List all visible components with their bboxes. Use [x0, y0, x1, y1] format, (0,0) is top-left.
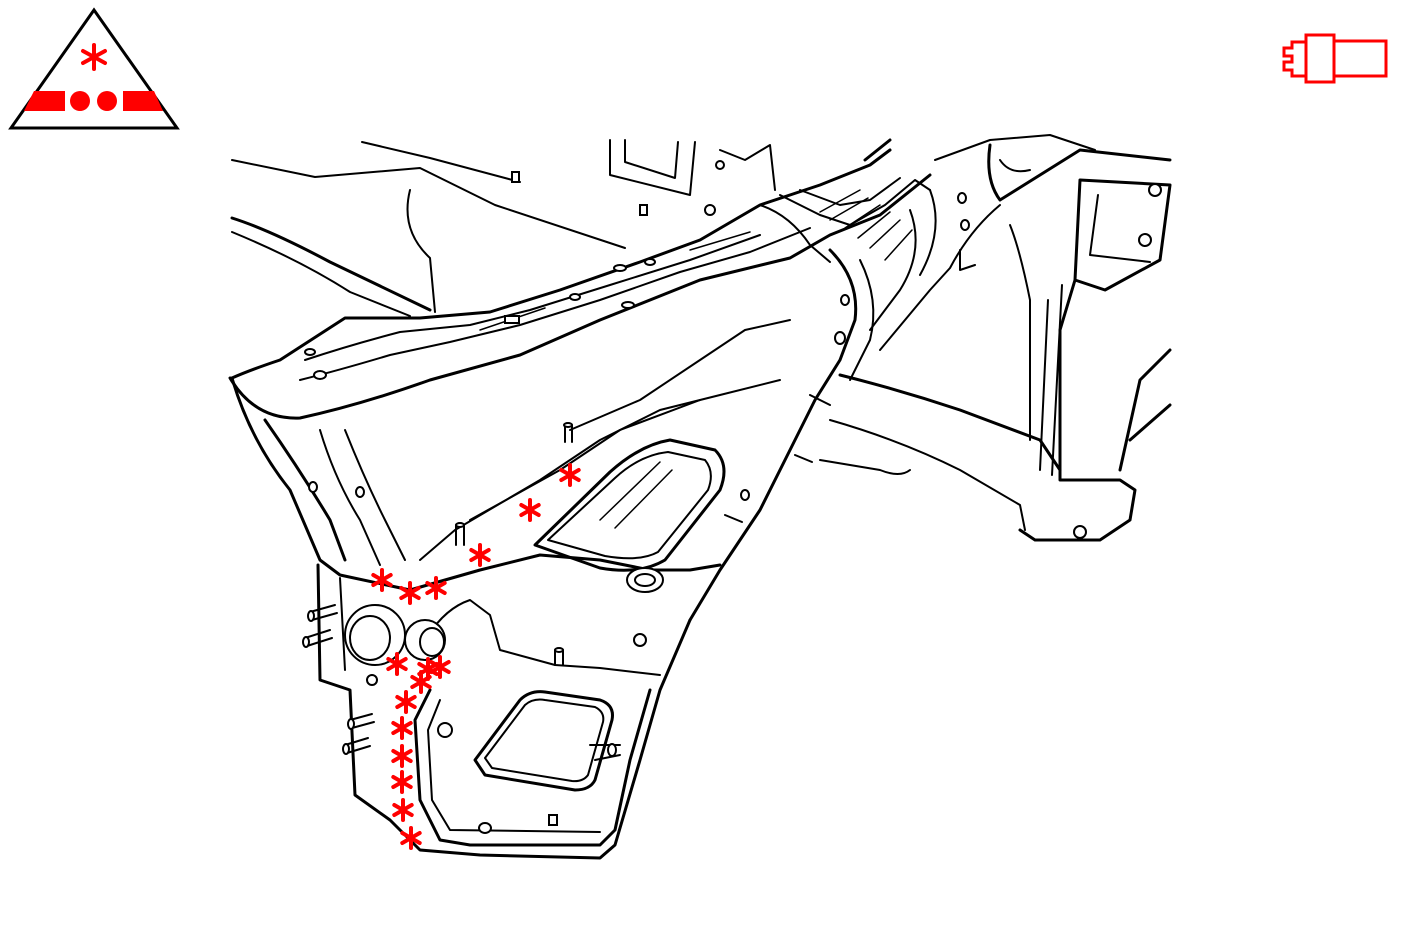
weld-asterisk-marker [391, 744, 413, 768]
weld-asterisk-marker [392, 798, 414, 822]
weld-asterisk-marker [417, 657, 439, 681]
triangle-weld-symbol-icon [8, 7, 180, 130]
weld-asterisk-marker [400, 826, 422, 850]
weld-asterisk-marker [371, 568, 393, 592]
weld-asterisk-marker [559, 463, 581, 487]
body-structure-line-art [228, 134, 1172, 860]
weld-asterisk-marker [386, 652, 408, 676]
weld-asterisk-marker [519, 498, 541, 522]
plug-connector-icon [1282, 33, 1388, 84]
weld-asterisk-marker [391, 716, 413, 740]
weld-asterisk-marker [399, 581, 421, 605]
weld-asterisk-marker [469, 543, 491, 567]
weld-asterisk-marker [425, 576, 447, 600]
triangle-asterisk-mark [81, 43, 107, 71]
weld-asterisk-marker [395, 690, 417, 714]
weld-marker-group [371, 463, 581, 850]
weld-asterisk-marker [391, 770, 413, 794]
